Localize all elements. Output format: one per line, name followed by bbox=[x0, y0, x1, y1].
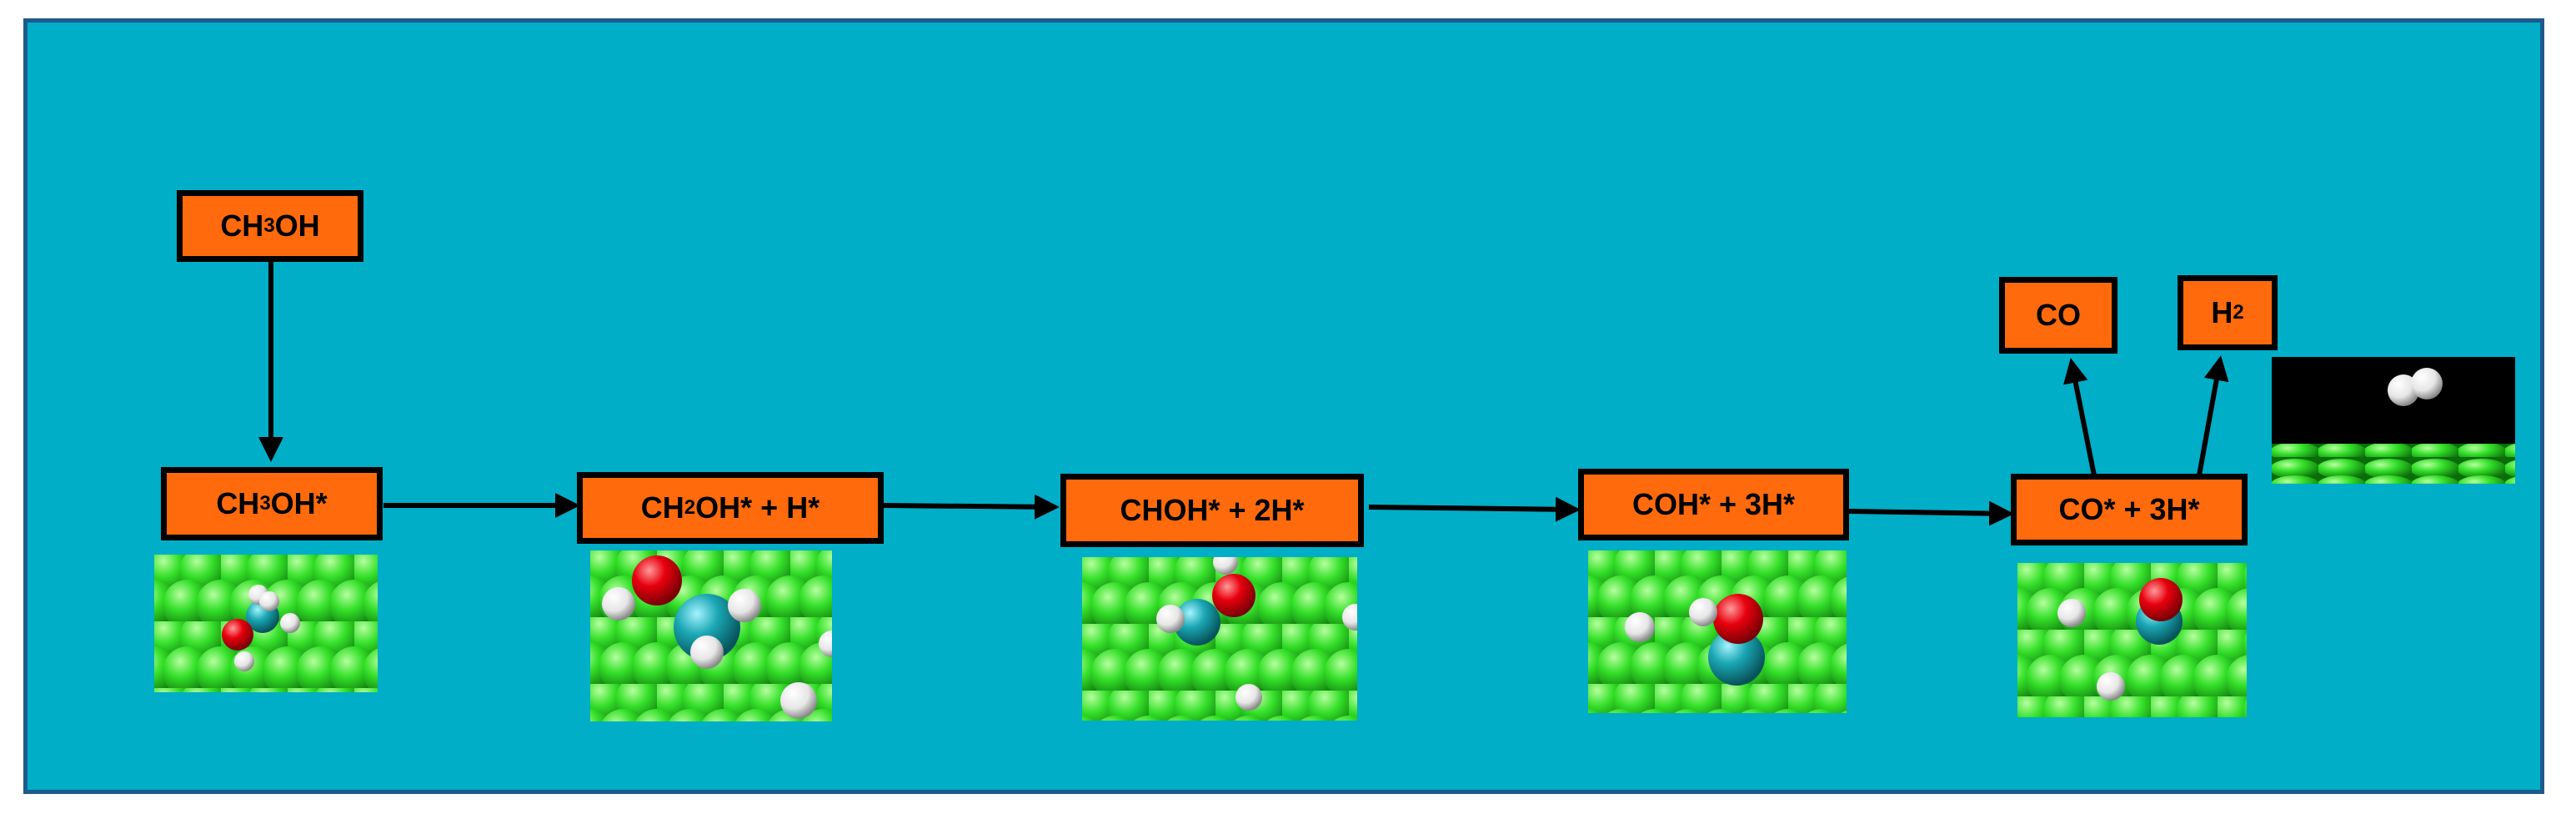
hydrogen-atom bbox=[728, 589, 761, 622]
oxygen-atom bbox=[1713, 594, 1763, 644]
carbon-atom bbox=[1708, 629, 1765, 686]
hydrogen-atom bbox=[1156, 605, 1185, 633]
oxygen-atom bbox=[1212, 574, 1255, 617]
hydrogen-atom bbox=[259, 591, 279, 611]
ch2oh-h-structure bbox=[590, 550, 832, 721]
co-3h-structure bbox=[2017, 563, 2247, 717]
hydrogen-atom bbox=[1342, 604, 1357, 631]
hydrogen-atom bbox=[602, 587, 635, 621]
hydrogen-atom bbox=[819, 631, 832, 657]
hydrogen-atom bbox=[690, 636, 724, 669]
h2-desorbed-structure bbox=[2272, 357, 2515, 484]
ch3oh-adsorbed-structure bbox=[154, 555, 378, 692]
hydrogen-atom bbox=[1625, 612, 1655, 642]
oxygen-atom bbox=[2139, 578, 2183, 621]
hydrogen-atom bbox=[1213, 557, 1238, 575]
arrows bbox=[258, 261, 2229, 526]
coh-3h-structure bbox=[1588, 550, 1847, 713]
hydrogen-atom bbox=[1235, 684, 1262, 711]
hydrogen-atom bbox=[1689, 598, 1717, 626]
hydrogen-atom bbox=[2097, 672, 2125, 701]
carbon-atom bbox=[674, 594, 740, 661]
arrow-co-desorption bbox=[2062, 358, 2097, 476]
hydrogen-atom bbox=[780, 682, 817, 719]
oxygen-atom bbox=[222, 619, 253, 651]
hydrogen-atom bbox=[234, 651, 254, 671]
species-box-co-gas: CO bbox=[1999, 277, 2117, 354]
arrow-step-2 bbox=[883, 494, 1060, 520]
hydrogen-atom bbox=[2411, 368, 2443, 399]
species-box-coh-3h: COH* + 3H* bbox=[1578, 469, 1849, 540]
hydrogen-atom bbox=[2057, 599, 2086, 627]
arrow-step-4 bbox=[1848, 500, 2014, 526]
species-box-co-3h: CO* + 3H* bbox=[2011, 474, 2248, 545]
hydrogen-atom bbox=[280, 613, 300, 633]
arrow-h2-desorption bbox=[2197, 355, 2229, 476]
choh-2h-structure bbox=[1082, 557, 1357, 721]
species-box-choh-2h: CHOH* + 2H* bbox=[1060, 474, 1364, 547]
arrow-step-3 bbox=[1368, 496, 1581, 522]
carbon-atom bbox=[1174, 599, 1220, 646]
oxygen-atom bbox=[632, 555, 682, 605]
